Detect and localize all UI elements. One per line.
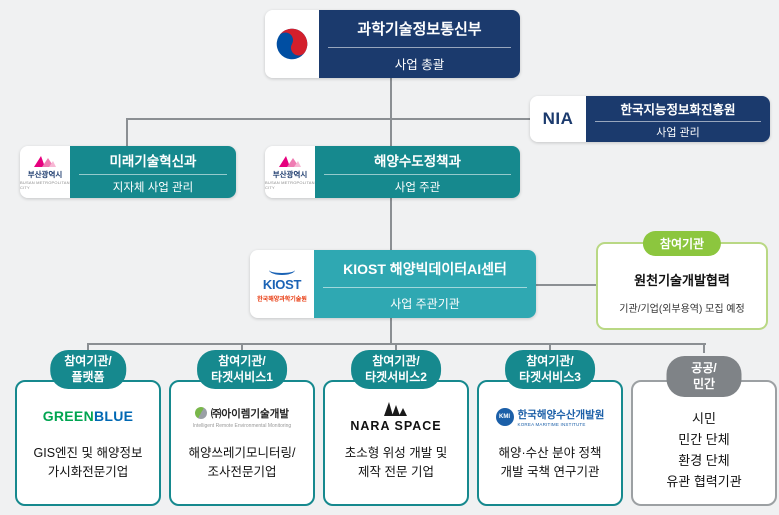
irem-logo-sub: Intelligent Remote Environmental Monitor…: [192, 422, 292, 429]
busan-future-tech-role: 지자체 사업 관리: [79, 174, 227, 198]
connector-line: [241, 343, 243, 353]
partner-service3-badge: 참여기관/ 타겟서비스3: [505, 350, 595, 390]
kiost-wave-icon: [269, 265, 295, 275]
busan-org-name: 부산광역시: [27, 169, 63, 179]
naraspace-logo-icon: [383, 401, 407, 416]
irem-logo-text: ㈜아이렘기술개발: [210, 407, 290, 420]
partner-description: 해양·수산 분야 정책 개발 국책 연구기관: [498, 446, 602, 479]
naraspace-logo-text: NARA SPACE: [350, 418, 442, 433]
irem-logo: ㈜아이렘기술개발 Intelligent Remote Environmenta…: [193, 394, 291, 440]
busan-logo: 부산광역시 BUSAN METROPOLITAN CITY: [265, 146, 315, 198]
taegeuk-icon: [276, 28, 308, 60]
irem-logo-icon: [194, 407, 207, 419]
msit-title: 과학기술정보통신부: [357, 21, 482, 39]
kiost-logo-sub: 한국해양과학기술원: [257, 297, 307, 303]
naraspace-logo: NARA SPACE: [350, 394, 441, 440]
kmi-logo-text: 한국해양수산개발원: [517, 409, 605, 421]
kiost-title: KIOST 해양빅데이터AI센터: [343, 260, 507, 277]
partner-service1-badge: 참여기관/ 타겟서비스1: [197, 350, 287, 390]
busan-symbol-icon: [34, 155, 56, 167]
busan-future-tech-box: 부산광역시 BUSAN METROPOLITAN CITY 미래기술혁신과 지자…: [20, 146, 236, 198]
partner-box-naraspace: NARA SPACE 초소형 위성 개발 및 제작 전문 기업: [323, 380, 469, 506]
connector-line: [390, 78, 392, 146]
nia-role: 사업 관리: [595, 121, 761, 142]
connector-line: [87, 343, 89, 353]
connector-line: [126, 118, 532, 120]
partner-box-kmi: KMI 한국해양수산개발원 KOREA MARITIME INSTITUTE 해…: [477, 380, 623, 506]
connector-line: [390, 198, 392, 250]
connector-line: [395, 343, 397, 353]
connector-line: [126, 118, 128, 146]
connector-line: [703, 343, 705, 353]
kiost-logo: KIOST 한국해양과학기술원: [250, 250, 314, 318]
partner-description: GIS엔진 및 해양정보 가시화전문기업: [33, 446, 143, 479]
busan-org-name: 부산광역시: [272, 169, 308, 179]
recruit-badge: 참여기관: [642, 231, 722, 256]
msit-role: 사업 총괄: [328, 47, 511, 78]
partner-service2-badge: 참여기관/ 타겟서비스2: [351, 350, 441, 390]
partner-description: 초소형 위성 개발 및 제작 전문 기업: [344, 446, 448, 479]
partner-box-greenblue: GREENBLUE GIS엔진 및 해양정보 가시화전문기업: [15, 380, 161, 506]
kmi-logo-sub: KOREA MARITIME INSTITUTE: [517, 422, 586, 427]
busan-future-tech-title: 미래기술혁신과: [109, 154, 197, 170]
nia-title: 한국지능정보화진흥원: [620, 103, 736, 117]
connector-line: [549, 343, 551, 353]
busan-marine-policy-title: 해양수도정책과: [374, 154, 461, 170]
partner-box-public-private: 시민 민간 단체 환경 단체 유관 협력기관: [631, 380, 777, 506]
nia-logo: NIA: [530, 96, 586, 142]
busan-marine-policy-box: 부산광역시 BUSAN METROPOLITAN CITY 해양수도정책과 사업…: [265, 146, 520, 198]
partner-box-irem: ㈜아이렘기술개발 Intelligent Remote Environmenta…: [169, 380, 315, 506]
kiost-box: KIOST 한국해양과학기술원 KIOST 해양빅데이터AI센터 사업 주관기관: [250, 250, 536, 318]
connector-line: [536, 284, 596, 286]
partner-description: 해양쓰레기모니터링/ 조사전문기업: [188, 446, 296, 479]
recruit-note: 기관/기업(외부용역) 모집 예정: [619, 304, 745, 315]
recruit-title: 원천기술개발협력: [634, 273, 730, 288]
nia-logo-text: NIA: [542, 109, 574, 128]
greenblue-logo: GREENBLUE: [43, 394, 134, 440]
kmi-logo: KMI 한국해양수산개발원 KOREA MARITIME INSTITUTE: [495, 394, 605, 440]
nia-box: NIA 한국지능정보화진흥원 사업 관리: [530, 96, 770, 142]
greenblue-logo-blue: BLUE: [93, 408, 134, 424]
partner-platform-badge: 참여기관/ 플랫폼: [50, 350, 126, 390]
busan-org-name-en: BUSAN METROPOLITAN CITY: [265, 179, 315, 190]
busan-marine-policy-role: 사업 주관: [324, 174, 511, 198]
partner-description: 시민 민간 단체 환경 단체 유관 협력기관: [666, 411, 742, 490]
busan-org-name-en: BUSAN METROPOLITAN CITY: [20, 179, 70, 190]
busan-symbol-icon: [279, 155, 301, 167]
msit-box: 과학기술정보통신부 사업 총괄: [265, 10, 520, 78]
msit-logo: [265, 10, 319, 78]
greenblue-logo-green: GREEN: [42, 408, 94, 424]
busan-logo: 부산광역시 BUSAN METROPOLITAN CITY: [20, 146, 70, 198]
recruit-partner-box: 참여기관 원천기술개발협력 기관/기업(외부용역) 모집 예정: [596, 231, 768, 330]
kiost-logo-text: KIOST: [262, 277, 302, 292]
kiost-role: 사업 주관기관: [323, 287, 527, 318]
public-private-badge: 공공/민간: [666, 356, 742, 398]
connector-line: [390, 318, 392, 344]
kmi-logo-icon: KMI: [495, 408, 514, 426]
